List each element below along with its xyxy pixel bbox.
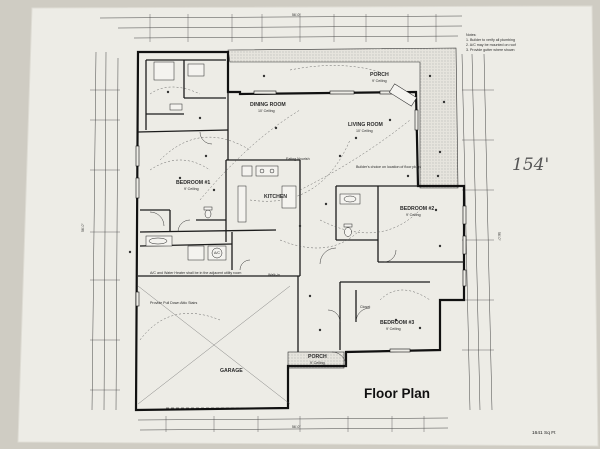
room-sub-bedroom3: 9' Ceiling bbox=[386, 327, 401, 331]
notes-line-3: 3. Provide gutter where shown bbox=[466, 48, 515, 52]
room-sub-bedroom1: 9' Ceiling bbox=[184, 187, 199, 191]
dim-left: 56'-0" bbox=[81, 223, 85, 232]
notes-line-1: 1. Builder to verify all plumbing bbox=[466, 38, 515, 42]
porch-patio-hatch bbox=[227, 47, 459, 189]
interior-walls bbox=[137, 59, 464, 352]
annotation-eating: Eating Nourish bbox=[286, 157, 310, 161]
annotation-attic: Provide Pull Down Attic Stairs bbox=[150, 301, 198, 305]
notes-block: Notes: 1. Builder to verify all plumbing… bbox=[466, 33, 516, 52]
notes-line-0: Notes: bbox=[466, 33, 476, 37]
room-label-kitchen: KITCHEN bbox=[264, 194, 287, 200]
room-label-porch-top: PORCH bbox=[370, 72, 389, 78]
dim-right: 56'-0" bbox=[497, 232, 501, 241]
annotations: Provide Pull Down Attic Stairs A/C and W… bbox=[150, 157, 421, 309]
electrical-symbols bbox=[128, 74, 446, 332]
room-labels: PORCH 9' Ceiling DINING ROOM 10' Ceiling… bbox=[176, 72, 434, 374]
room-label-bedroom3: BEDROOM #3 bbox=[380, 320, 414, 326]
dimension-lines bbox=[91, 15, 493, 431]
room-label-bedroom1: BEDROOM #1 bbox=[176, 180, 210, 186]
plan-title: Floor Plan bbox=[364, 386, 430, 401]
electrical-arcs bbox=[139, 65, 431, 341]
room-label-living: LIVING ROOM bbox=[348, 122, 383, 128]
windows bbox=[135, 90, 467, 353]
fixtures bbox=[145, 61, 418, 261]
annotation-closet: Closet bbox=[360, 305, 370, 309]
annotation-ac-unit: A/C bbox=[214, 251, 220, 255]
room-sub-porch-bottom: 9' Ceiling bbox=[310, 361, 325, 365]
room-label-garage: GARAGE bbox=[220, 368, 243, 374]
exterior-walls bbox=[134, 50, 466, 412]
dim-top: 56'-0" bbox=[292, 13, 301, 17]
garage-diagonals bbox=[137, 285, 291, 405]
room-sub-bedroom2: 9' Ceiling bbox=[406, 213, 421, 217]
annotation-walkin: Walk-in bbox=[268, 273, 280, 277]
annotation-ac: A/C and Water Heater shall be in the adj… bbox=[150, 271, 241, 275]
annotation-fireplace: Builder's choice on location of floor pl… bbox=[356, 165, 421, 169]
room-label-porch-bottom: PORCH bbox=[308, 354, 327, 360]
front-porch-hatch bbox=[287, 351, 345, 369]
dim-bottom: 56'-0" bbox=[292, 425, 301, 429]
room-sub-dining: 10' Ceiling bbox=[258, 109, 275, 113]
bathtub-1 bbox=[145, 235, 173, 247]
room-sub-living: 10' Ceiling bbox=[356, 129, 373, 133]
room-label-dining: DINING ROOM bbox=[250, 102, 286, 108]
notes-line-2: 2. A/C may be mounted on roof bbox=[466, 43, 516, 47]
door-swings bbox=[149, 131, 397, 367]
handwritten-note: 154' bbox=[512, 155, 549, 175]
plan-area: 1641 Sq Ft bbox=[532, 430, 556, 436]
dimension-ticks bbox=[90, 14, 494, 432]
room-sub-porch-top: 9' Ceiling bbox=[372, 79, 387, 83]
room-label-bedroom2: BEDROOM #2 bbox=[400, 206, 434, 212]
